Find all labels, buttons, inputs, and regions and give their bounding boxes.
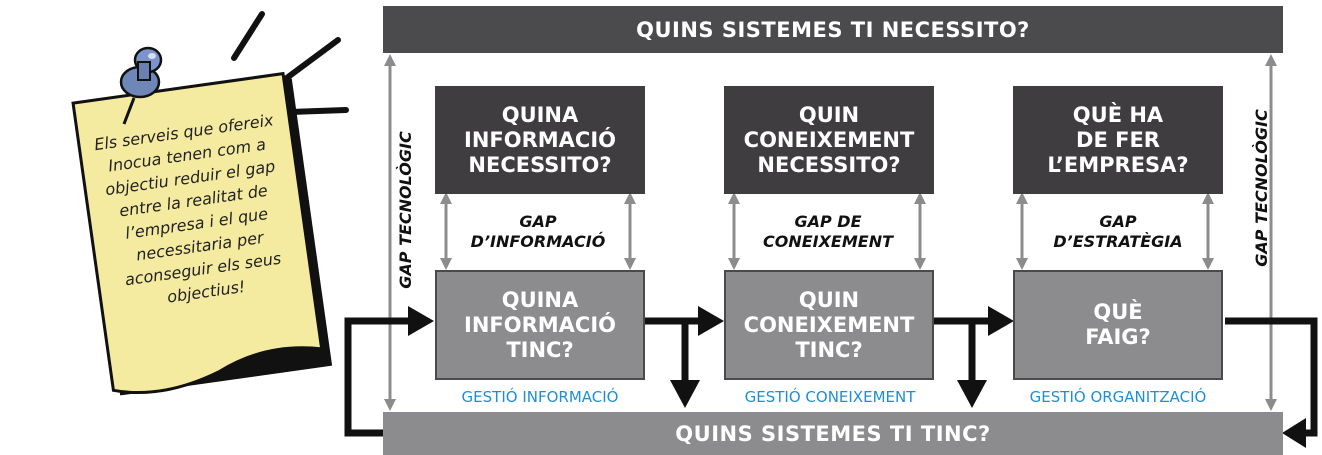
side-label-left: GAP TECNOLÒGIC xyxy=(396,131,415,289)
need-box-knowledge: QUIN CONEIXEMENT NECESSITO? xyxy=(724,86,934,194)
note-text: Els serveis que ofereix Inocua tenen com… xyxy=(92,110,283,307)
flow-arrows xyxy=(344,306,1318,448)
need-box-information: QUINA INFORMACIÓ NECESSITO? xyxy=(435,86,645,194)
need-box-strategy: QUÈ HA DE FER L’EMPRESA? xyxy=(1013,86,1223,194)
gap-label-strategy: GAP D’ESTRATÈGIA xyxy=(1053,212,1183,251)
header-bar: QUINS SISTEMES TI NECESSITO? xyxy=(383,6,1283,53)
have-box-strategy: QUÈ FAIG? xyxy=(1013,270,1223,380)
footer-bar: QUINS SISTEMES TI TINC? xyxy=(383,412,1283,455)
area-label-knowledge: GESTIÓ CONEIXEMENT xyxy=(744,388,916,406)
attention-lines-icon xyxy=(231,11,349,115)
gap-label-information: GAP D’INFORMACIÓ xyxy=(470,212,606,251)
have-box-information: QUINA INFORMACIÓ TINC? xyxy=(435,270,645,380)
sticky-note xyxy=(71,71,333,396)
gap-label-knowledge: GAP DE CONEIXEMENT xyxy=(762,212,894,251)
have-box-knowledge: QUIN CONEIXEMENT TINC? xyxy=(724,270,934,380)
pushpin-icon xyxy=(119,46,163,125)
side-label-right: GAP TECNOLÒGIC xyxy=(1252,109,1271,267)
gap-arrows xyxy=(440,192,1214,270)
area-label-information: GESTIÓ INFORMACIÓ xyxy=(461,388,619,406)
area-label-organization: GESTIÓ ORGANITZACIÓ xyxy=(1029,388,1207,406)
